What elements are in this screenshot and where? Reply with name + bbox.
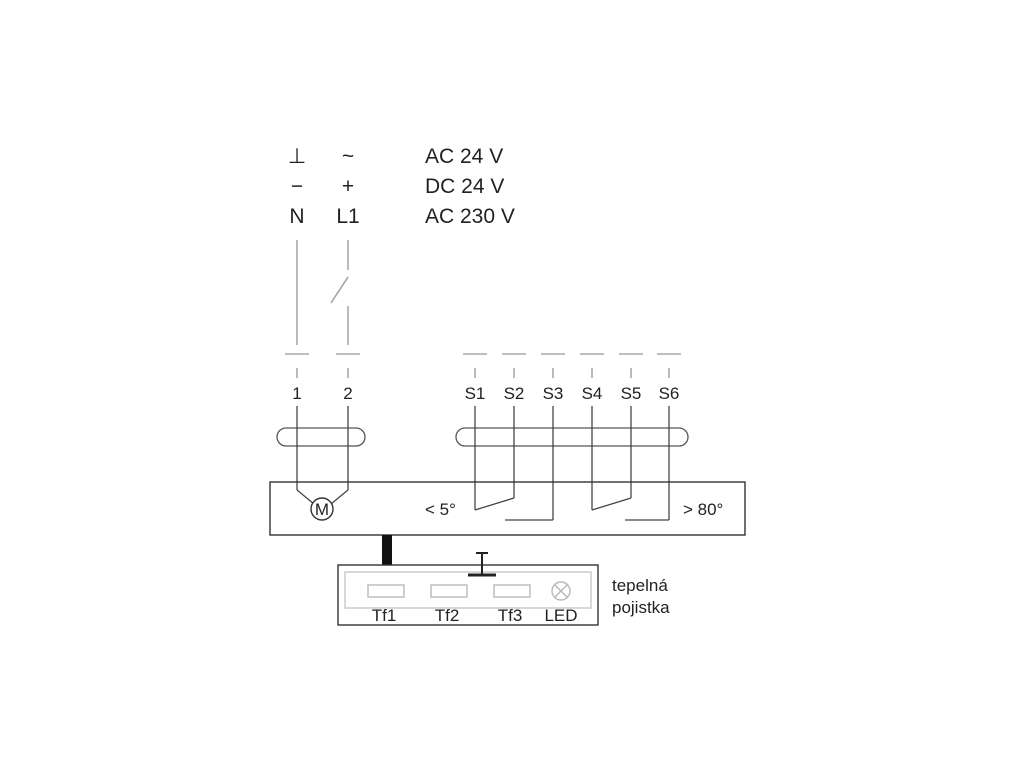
cable-sheaths xyxy=(276,427,689,447)
aux-switch-1-icon xyxy=(474,497,553,521)
switch-cable-sheath xyxy=(455,427,689,447)
fuse-tf2-icon xyxy=(430,584,468,598)
neutral-symbol: N xyxy=(289,205,304,228)
fuse-unit: Tf1 Tf2 Tf3 LED xyxy=(337,552,599,626)
fuse-unit-housing xyxy=(337,564,599,626)
fuse-caption-line1: tepelná xyxy=(612,576,668,595)
fuse-unit-circuit xyxy=(344,571,592,609)
supply-label-dc24: DC 24 V xyxy=(425,175,504,198)
supply-wires xyxy=(296,240,349,345)
terminal-label-s6: S6 xyxy=(659,384,680,403)
ground-symbol: ⊥ xyxy=(288,145,306,168)
minus-symbol: − xyxy=(291,175,303,198)
terminal-label-1: 1 xyxy=(292,384,301,403)
label-tf2: Tf2 xyxy=(435,606,460,625)
terminal-label-s5: S5 xyxy=(621,384,642,403)
supply-label-ac230: AC 230 V xyxy=(425,205,515,228)
terminal-label-s4: S4 xyxy=(582,384,603,403)
actuator-body: M < 5° > 80° xyxy=(269,481,746,536)
label-tf3: Tf3 xyxy=(498,606,523,625)
label-led: LED xyxy=(544,606,577,625)
terminal-labels: 1 2 S1 S2 S3 S4 S5 S6 xyxy=(292,384,679,403)
fuse-tf3-icon xyxy=(493,584,531,598)
motor-icon xyxy=(310,497,334,521)
plus-symbol: + xyxy=(342,175,354,198)
line-symbol: L1 xyxy=(336,205,359,228)
terminal-label-s2: S2 xyxy=(504,384,525,403)
terminal-label-s1: S1 xyxy=(465,384,486,403)
motor-label: M xyxy=(315,500,329,519)
power-cable-sheath xyxy=(276,427,366,447)
fuse-caption-line2: pojistka xyxy=(612,598,670,617)
terminal-label-s3: S3 xyxy=(543,384,564,403)
angle-low-label: < 5° xyxy=(425,500,456,519)
fuse-tf1-icon xyxy=(367,584,405,598)
label-tf1: Tf1 xyxy=(372,606,397,625)
terminal-label-2: 2 xyxy=(343,384,352,403)
supply-label-ac24: AC 24 V xyxy=(425,145,503,168)
connection-cable xyxy=(382,535,392,565)
supply-legend: ⊥ ~ AC 24 V − + DC 24 V N L1 AC 230 V xyxy=(288,145,515,228)
angle-high-label: > 80° xyxy=(683,500,723,519)
terminal-dashes xyxy=(285,353,681,378)
led-icon xyxy=(551,581,571,601)
actuator-housing xyxy=(269,481,746,536)
ac-symbol: ~ xyxy=(342,145,354,168)
switch-contact-icon xyxy=(330,276,349,304)
aux-switch-2-icon xyxy=(591,497,669,521)
